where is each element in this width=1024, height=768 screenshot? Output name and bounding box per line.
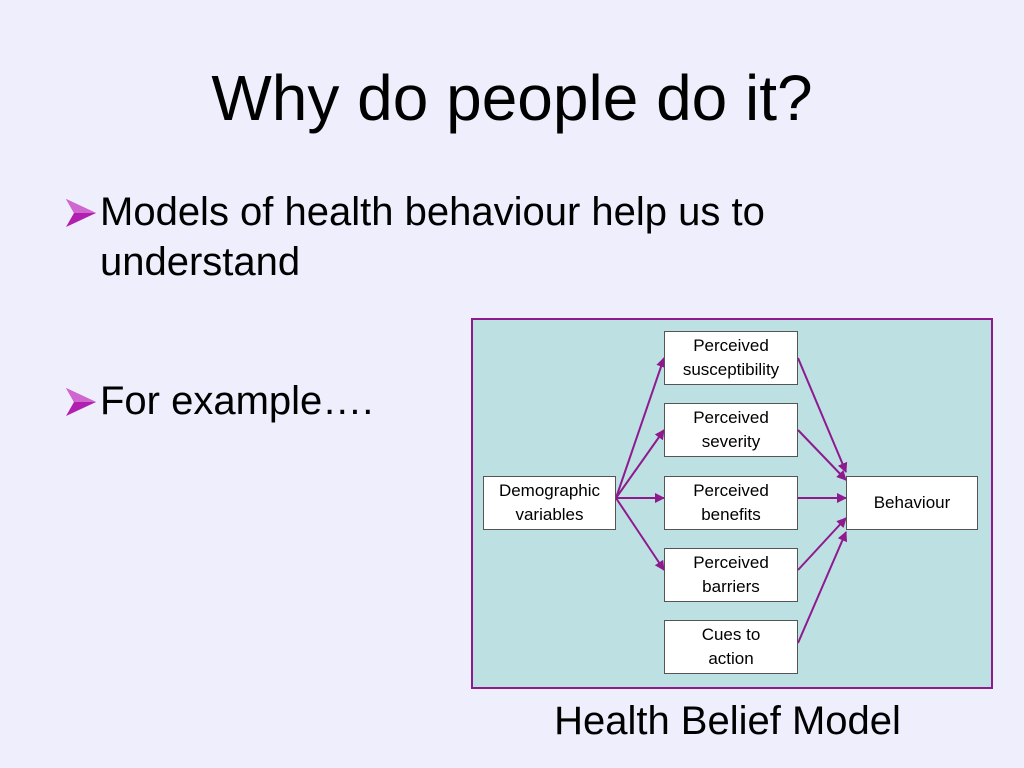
perceived-severity-node: Perceived severity — [664, 403, 798, 457]
bullet-item: Models of health behaviour help us to un… — [64, 187, 884, 287]
arrow-bullet-icon — [66, 388, 96, 416]
cues-to-action-node: Cues to action — [664, 620, 798, 674]
perceived-benefits-node: Perceived benefits — [664, 476, 798, 530]
perceived-barriers-node: Perceived barriers — [664, 548, 798, 602]
arrow-bullet-icon — [66, 199, 96, 227]
bullet-text: For example…. — [100, 379, 374, 423]
slide-title: Why do people do it? — [211, 62, 813, 134]
bullet-item: For example…. — [64, 376, 373, 426]
perceived-susceptibility-node: Perceived susceptibility — [664, 331, 798, 385]
diagram-caption: Health Belief Model — [554, 699, 901, 743]
bullet-text: Models of health behaviour help us to un… — [100, 190, 765, 284]
demographic-variables-node: Demographic variables — [483, 476, 616, 530]
behaviour-node: Behaviour — [846, 476, 978, 530]
